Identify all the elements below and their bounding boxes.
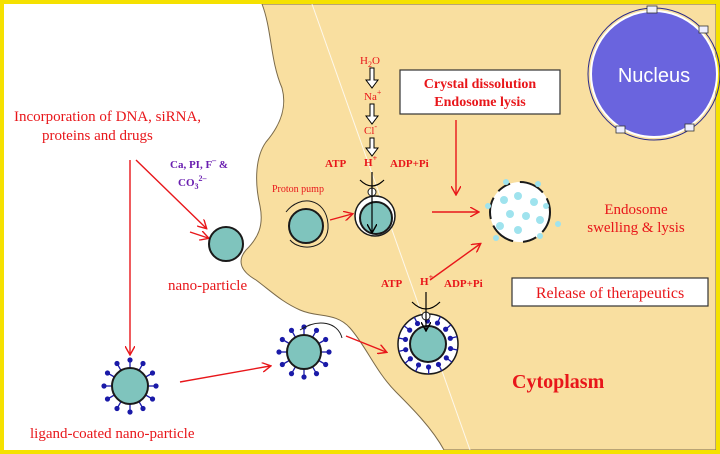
- endosome-with-pump: [354, 172, 396, 237]
- arrow-ions-to-particle: [189, 232, 208, 238]
- ligand-head: [149, 370, 156, 376]
- ligand-head: [407, 356, 413, 362]
- endosome-lysis-label: Endosome lysis: [434, 95, 526, 110]
- ligand-head: [415, 362, 422, 368]
- nano-particle-label: nano-particle: [168, 278, 247, 294]
- ligand-head: [288, 327, 295, 333]
- arrow-to-nanoparticle: [135, 159, 206, 228]
- adp-top-label: ADP+Pi: [390, 158, 429, 170]
- particle-core: [286, 334, 322, 370]
- lysing-endosome: [485, 179, 561, 243]
- cytoplasm-region: [240, 3, 717, 451]
- endosome-label-2: swelling & lysis: [587, 220, 685, 236]
- endosome-label-1: Endosome: [604, 202, 668, 218]
- ligand-particle-at-membrane: [276, 324, 332, 380]
- ligand-head: [434, 320, 441, 326]
- ligand-coated-label: ligand-coated nano-particle: [30, 426, 195, 442]
- ligand-head: [288, 371, 295, 377]
- ions-label-2: CO32–: [178, 174, 208, 191]
- ligand-head: [114, 360, 120, 367]
- ligand-head: [140, 405, 146, 412]
- ligand-head: [435, 361, 442, 368]
- membrane-invagination: [299, 322, 343, 339]
- ligand-head: [276, 349, 282, 355]
- nucleus: Nucleus: [587, 5, 720, 141]
- cytoplasm-label: Cytoplasm: [512, 371, 605, 393]
- endocytosing-particle: [285, 200, 329, 248]
- ligand-endosome-with-pump: [397, 292, 459, 375]
- ligand-head: [149, 396, 156, 402]
- ligand-head: [402, 336, 409, 343]
- ligand-head: [114, 405, 120, 412]
- ligand-head: [140, 360, 146, 367]
- nano-particle: [208, 226, 244, 262]
- cl-label: Cl-: [364, 122, 377, 137]
- ligand-head: [403, 347, 409, 353]
- ligand-coated-particle: [101, 357, 159, 415]
- ligand-head: [447, 345, 454, 352]
- ligand-head: [414, 320, 421, 327]
- ligand-head: [323, 361, 329, 368]
- ligand-head: [301, 374, 307, 380]
- ligand-head: [313, 371, 320, 377]
- ligand-head: [443, 355, 449, 361]
- hollow-arrow-2: [365, 103, 379, 125]
- incorporation-label-1: Incorporation of DNA, siRNA,: [14, 109, 201, 125]
- crystal-dissolution-label: Crystal dissolution: [424, 77, 537, 92]
- ligand-head: [313, 327, 320, 333]
- ligand-head: [101, 383, 107, 389]
- h-plus-top-label: H+: [364, 154, 378, 169]
- h2o-label: H2O: [360, 55, 380, 69]
- ligand-head: [279, 361, 285, 368]
- ligand-head: [326, 349, 332, 355]
- arrow-ligand-to-lysis: [429, 244, 480, 281]
- arrow-to-endosome: [329, 214, 352, 220]
- atp-top-label: ATP: [325, 158, 346, 170]
- arrow-to-ligand-endosome: [345, 335, 386, 352]
- ligand-head: [127, 409, 133, 415]
- ligand-head: [279, 336, 285, 343]
- crystal-dissolution-box: Crystal dissolution Endosome lysis: [399, 69, 561, 115]
- release-label: Release of therapeutics: [536, 285, 684, 302]
- ligand-head: [153, 383, 159, 389]
- ligand-head: [443, 326, 449, 332]
- na-label: Na+: [364, 88, 382, 103]
- release-box: Release of therapeutics: [511, 277, 709, 307]
- ligand-head: [447, 335, 453, 341]
- nucleus-label: Nucleus: [618, 65, 690, 87]
- ligand-head: [104, 370, 111, 376]
- ions-label-1: Ca, PI, F– &: [170, 156, 228, 171]
- ligand-head: [104, 396, 111, 402]
- hollow-arrow-1: [365, 67, 379, 89]
- adp-bottom-label: ADP+Pi: [444, 278, 483, 290]
- ligand-head: [127, 357, 133, 363]
- ligand-head: [425, 364, 432, 370]
- hollow-arrow-3: [365, 137, 379, 157]
- proton-pump-label: Proton pump: [272, 184, 324, 195]
- ligand-head: [407, 327, 413, 333]
- arrow-ligand-to-membrane: [179, 366, 270, 383]
- h-plus-bottom-label: H+: [420, 273, 434, 288]
- particle-core: [111, 367, 149, 405]
- atp-bottom-label: ATP: [381, 278, 402, 290]
- ligand-head: [323, 336, 329, 343]
- incorporation-label-2: proteins and drugs: [42, 128, 153, 144]
